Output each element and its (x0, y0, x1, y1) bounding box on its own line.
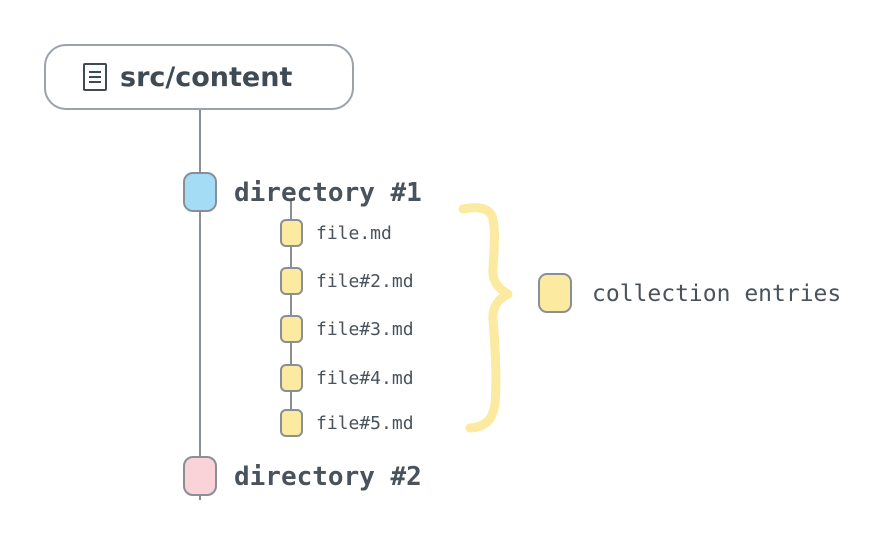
directory-node-2[interactable] (183, 456, 217, 496)
file-node-3[interactable] (280, 315, 303, 343)
document-list-icon (83, 63, 107, 91)
file-label-2: file#2.md (316, 271, 414, 292)
file-node-4[interactable] (280, 364, 303, 392)
collection-brace (458, 203, 513, 433)
directory-label-2: directory #2 (234, 462, 422, 492)
file-node-2[interactable] (280, 267, 303, 295)
directory-label-1: directory #1 (234, 178, 422, 208)
file-label-4: file#4.md (316, 368, 414, 389)
file-node-1[interactable] (280, 219, 303, 247)
root-node-label: src/content (120, 61, 293, 93)
file-label-5: file#5.md (316, 413, 414, 434)
legend-label-collection-entries: collection entries (592, 281, 842, 307)
file-label-3: file#3.md (316, 319, 414, 340)
directory-node-1[interactable] (183, 172, 217, 212)
legend-swatch-collection-entries (538, 273, 572, 313)
root-node-src-content[interactable]: src/content (44, 44, 354, 110)
file-node-5[interactable] (280, 409, 303, 437)
file-label-1: file.md (316, 223, 392, 244)
